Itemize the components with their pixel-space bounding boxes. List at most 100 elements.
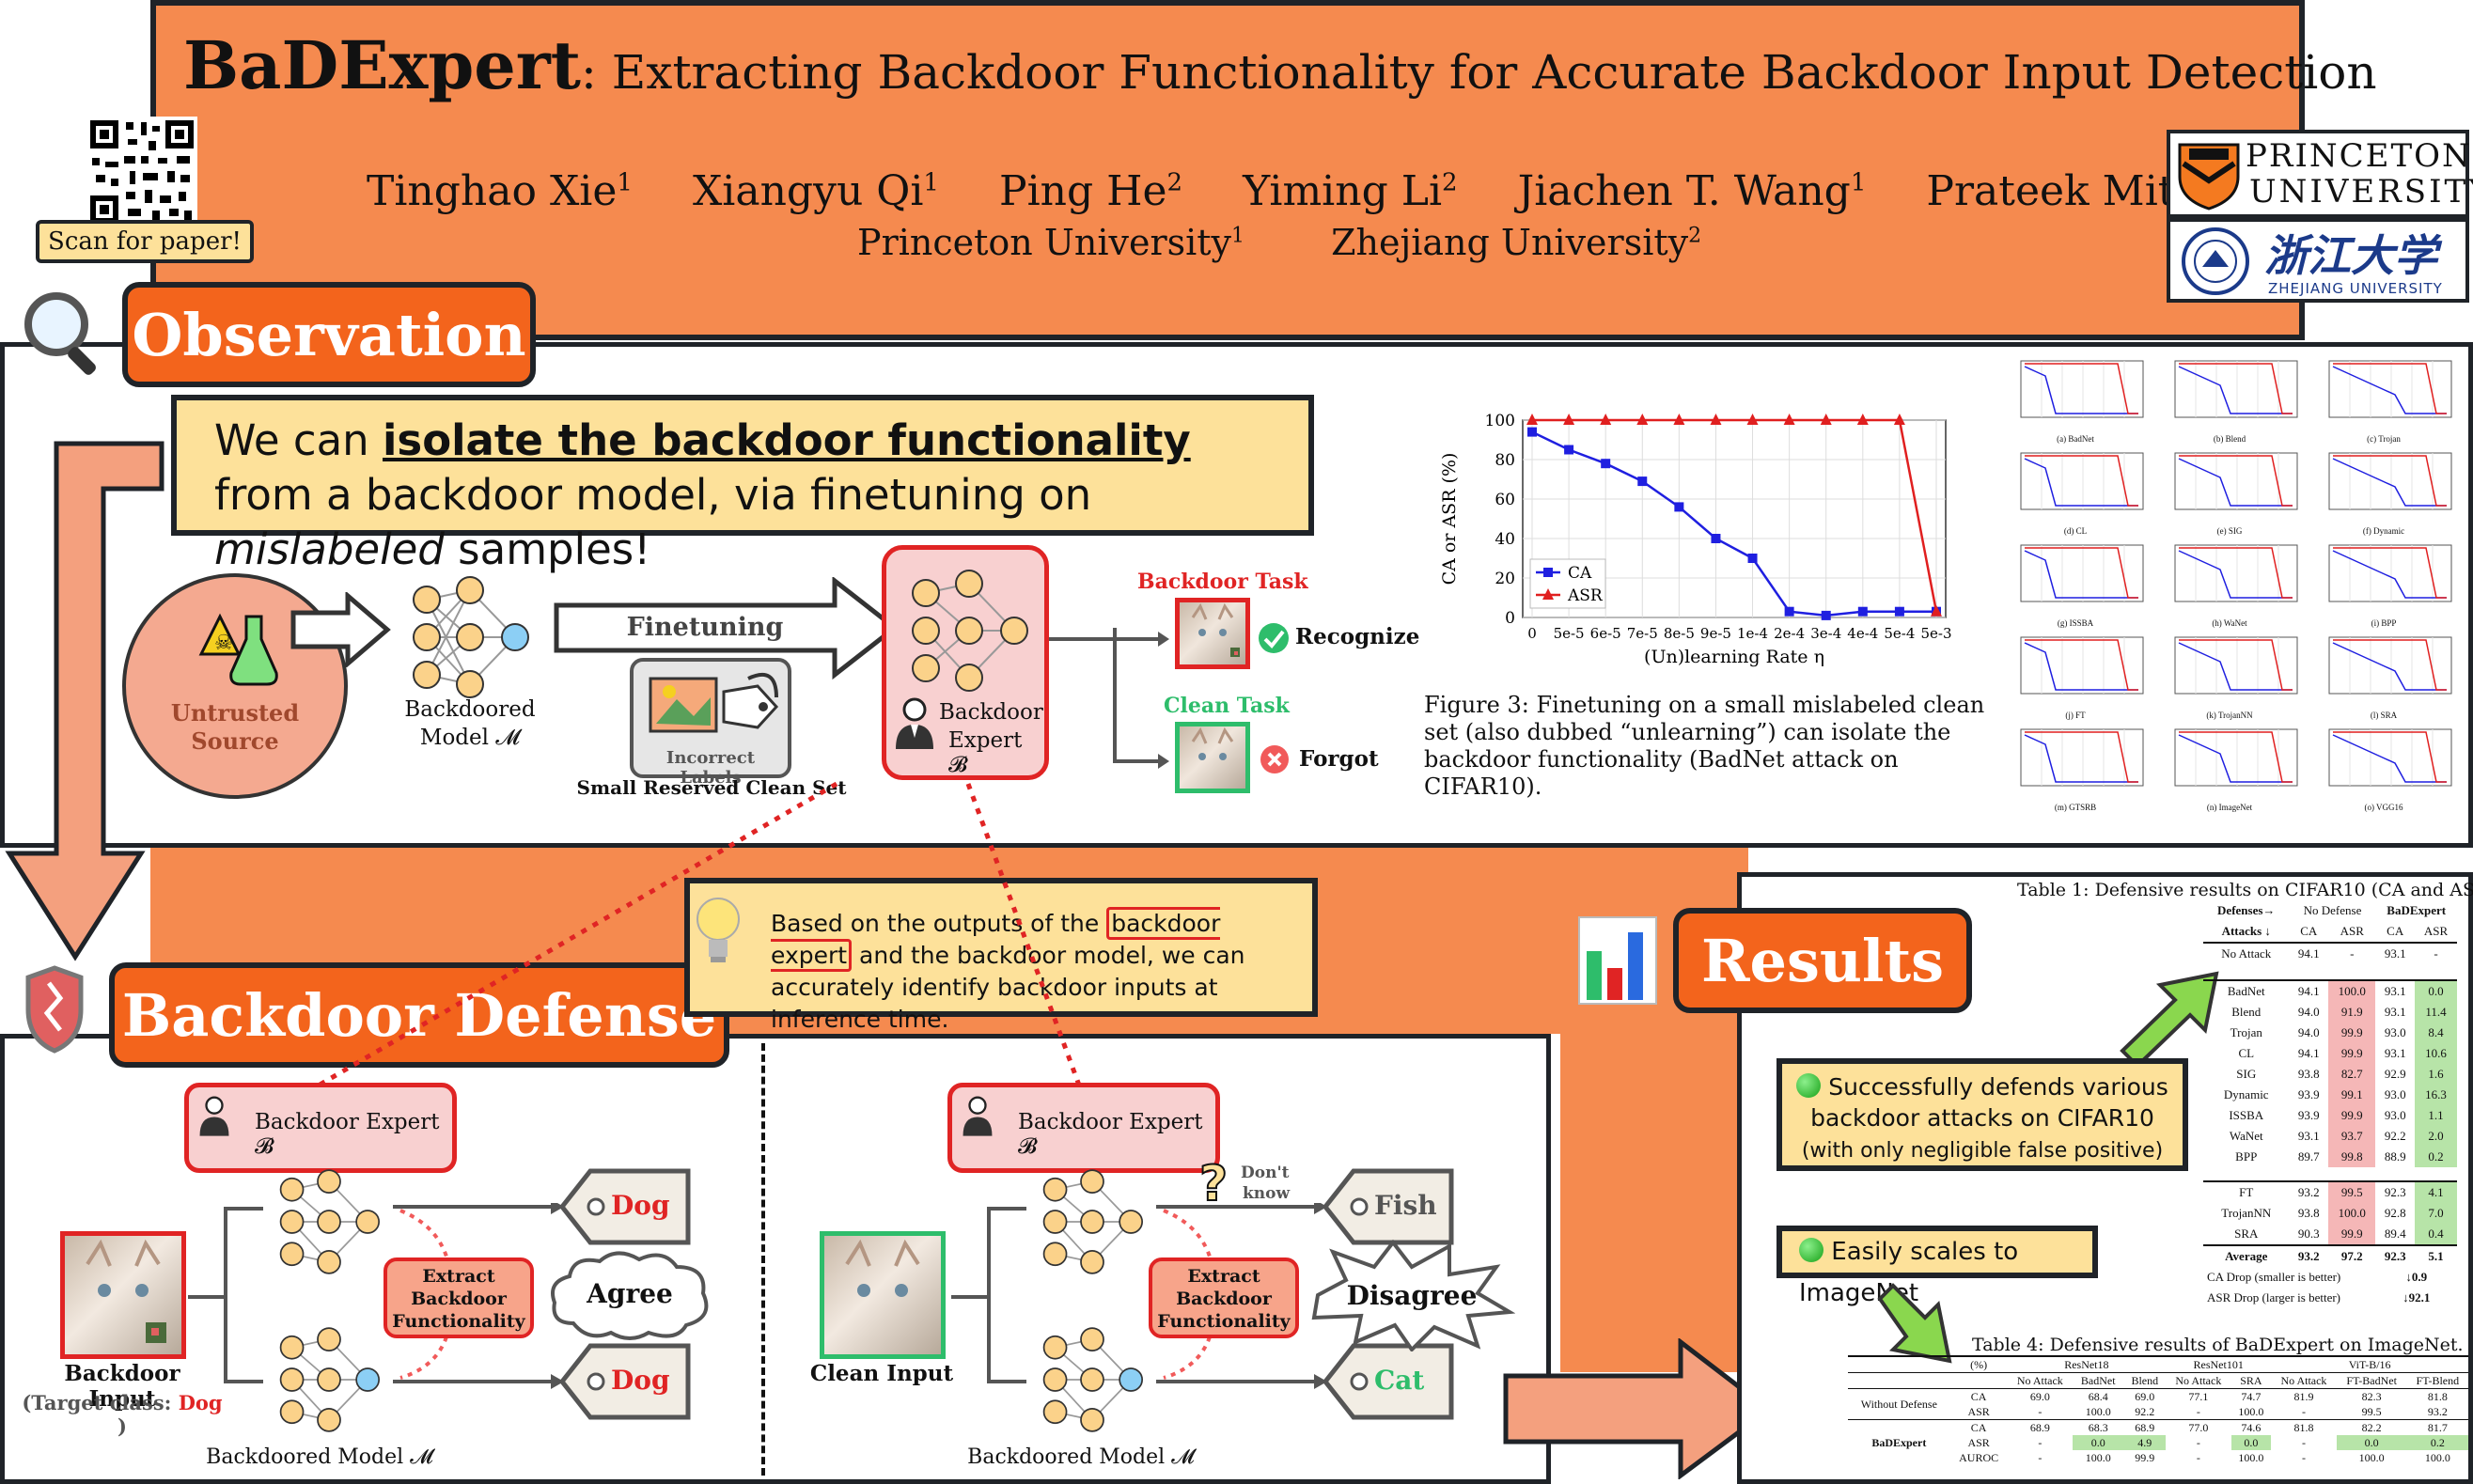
table-row: ASR Drop (larger is better)↓92.1	[2203, 1288, 2457, 1308]
table-cell: 93.8	[2297, 1067, 2320, 1081]
small-plot: (a) BadNet	[2000, 357, 2151, 447]
princeton-logo: PRINCETON UNIVERSITY	[2167, 130, 2473, 218]
table-cell: 8.4	[2414, 1023, 2457, 1043]
backdoored-model-label-1: Backdoored	[404, 697, 536, 722]
poster-title: BaDExpert: Extracting Backdoor Functiona…	[183, 26, 2377, 104]
table-cell: ISSBA	[2229, 1108, 2264, 1122]
table-cell: CA	[1970, 1389, 1987, 1403]
table-cell: 92.2	[2384, 1129, 2406, 1143]
table-cell: 93.8	[2297, 1206, 2320, 1220]
table-cell: 0.4	[2414, 1224, 2457, 1245]
table-cell: 68.3	[2088, 1420, 2108, 1434]
table-cell: 93.1	[2384, 984, 2406, 998]
table-cell: -	[2350, 946, 2355, 961]
table-cell: BadNet	[2080, 1373, 2116, 1387]
small-plot: (e) SIG	[2154, 449, 2305, 539]
qr-code[interactable]	[86, 117, 197, 227]
results-bullet-2: Easily scales to ImageNet	[1776, 1226, 2098, 1307]
zju-logo-text: 浙江大学	[2264, 230, 2437, 281]
legend-marker	[1543, 568, 1553, 577]
table-cell: BaDExpert	[2387, 903, 2447, 917]
series-line-ca	[1531, 430, 1936, 617]
finetuning-arrow	[554, 577, 900, 680]
lightbulb-icon	[697, 898, 740, 962]
cross-icon	[1260, 745, 1289, 773]
y-tick-label: 0	[1505, 609, 1515, 628]
left-tag-top: Dog	[558, 1167, 692, 1246]
author: Yiming Li2	[1243, 167, 1458, 215]
dont-know-label-2: know	[1243, 1184, 1291, 1203]
legend-label: CA	[1568, 564, 1592, 583]
table-cell	[1848, 1356, 1950, 1373]
point-ca	[1564, 445, 1574, 455]
table-cell: ResNet101	[2193, 1357, 2244, 1371]
table-cell: SIG	[2236, 1067, 2257, 1081]
green-arrow-down-icon	[1877, 1283, 1952, 1364]
point-asr	[1746, 414, 1759, 425]
y-tick-label: 100	[1485, 412, 1515, 430]
table-cell: 99.1	[2328, 1085, 2376, 1105]
green-arrow-up-icon	[2120, 971, 2219, 1069]
table-cell: 100.0	[2238, 1450, 2264, 1464]
left-expert-box: Backdoor Expert 𝓑	[184, 1083, 457, 1173]
observation-claim: We can isolate the backdoor functionalit…	[171, 395, 1314, 574]
table-cell: 5.1	[2428, 1249, 2444, 1263]
table-cell: 68.9	[2135, 1420, 2155, 1434]
table-cell: 92.3	[2384, 1249, 2406, 1263]
x-tick-label: 3e-4	[1810, 625, 1841, 642]
zju-seal-icon	[2182, 227, 2249, 295]
zju-logo-sub: ZHEJIANG UNIVERSITY	[2268, 280, 2443, 297]
table-cell: No Attack	[2016, 1373, 2063, 1387]
small-plot-label: (a) BadNet	[2057, 434, 2094, 444]
table-cell: -	[2038, 1435, 2043, 1449]
small-plot: (n) ImageNet	[2154, 726, 2305, 816]
point-asr	[1526, 414, 1538, 425]
table-cell: CA	[2387, 924, 2404, 938]
table-cell: -	[2301, 1450, 2306, 1464]
incorrect-labels-label: Incorrect Labels	[665, 748, 756, 788]
table-cell: -	[2434, 946, 2438, 961]
forgot-label: Forgot	[1299, 746, 1379, 772]
backdoor-expert-label-2: Expert 𝓑	[948, 728, 1023, 777]
table-cell: 0.0	[2230, 1435, 2272, 1450]
table-cell: No Attack	[2221, 946, 2272, 961]
table-cell: BaDExpert	[1871, 1435, 1927, 1449]
table-cell: Blend	[2231, 1005, 2262, 1019]
untrusted-source-label-2: Source	[191, 727, 279, 755]
small-plot-label: (f) Dynamic	[2362, 526, 2405, 536]
small-plot-label: (k) TrojanNN	[2206, 711, 2253, 720]
table4-caption: Table 4: Defensive results of BaDExpert …	[1972, 1335, 2464, 1355]
observation-title: Observation	[122, 282, 536, 387]
table-cell: 90.3	[2297, 1226, 2320, 1241]
point-asr	[1893, 414, 1905, 425]
table-cell: FT-Blend	[2416, 1373, 2460, 1387]
table-cell: Blend	[2131, 1373, 2159, 1387]
right-expert-label: Backdoor Expert 𝓑	[1018, 1110, 1203, 1159]
princeton-logo-text-2: UNIVERSITY	[2249, 173, 2473, 211]
x-axis-label: (Un)learning Rate η	[1644, 647, 1824, 667]
table-cell: 93.1	[2384, 946, 2406, 961]
green-dot-icon	[1796, 1073, 1822, 1098]
expert-person-icon	[896, 697, 933, 749]
table-cell: 89.7	[2297, 1149, 2320, 1164]
small-plot-label: (c) Trojan	[2367, 434, 2401, 444]
table-cell: 74.7	[2241, 1389, 2262, 1403]
point-asr	[1636, 414, 1649, 425]
y-tick-label: 40	[1495, 530, 1515, 549]
backdoored-model-network	[413, 576, 529, 698]
point-ca	[1601, 459, 1611, 469]
point-asr	[1600, 414, 1612, 425]
poison-flask-icon: ☠	[198, 613, 278, 686]
flow-right-arrow	[1503, 1338, 1774, 1479]
table-cell: 0.0	[2073, 1435, 2124, 1450]
